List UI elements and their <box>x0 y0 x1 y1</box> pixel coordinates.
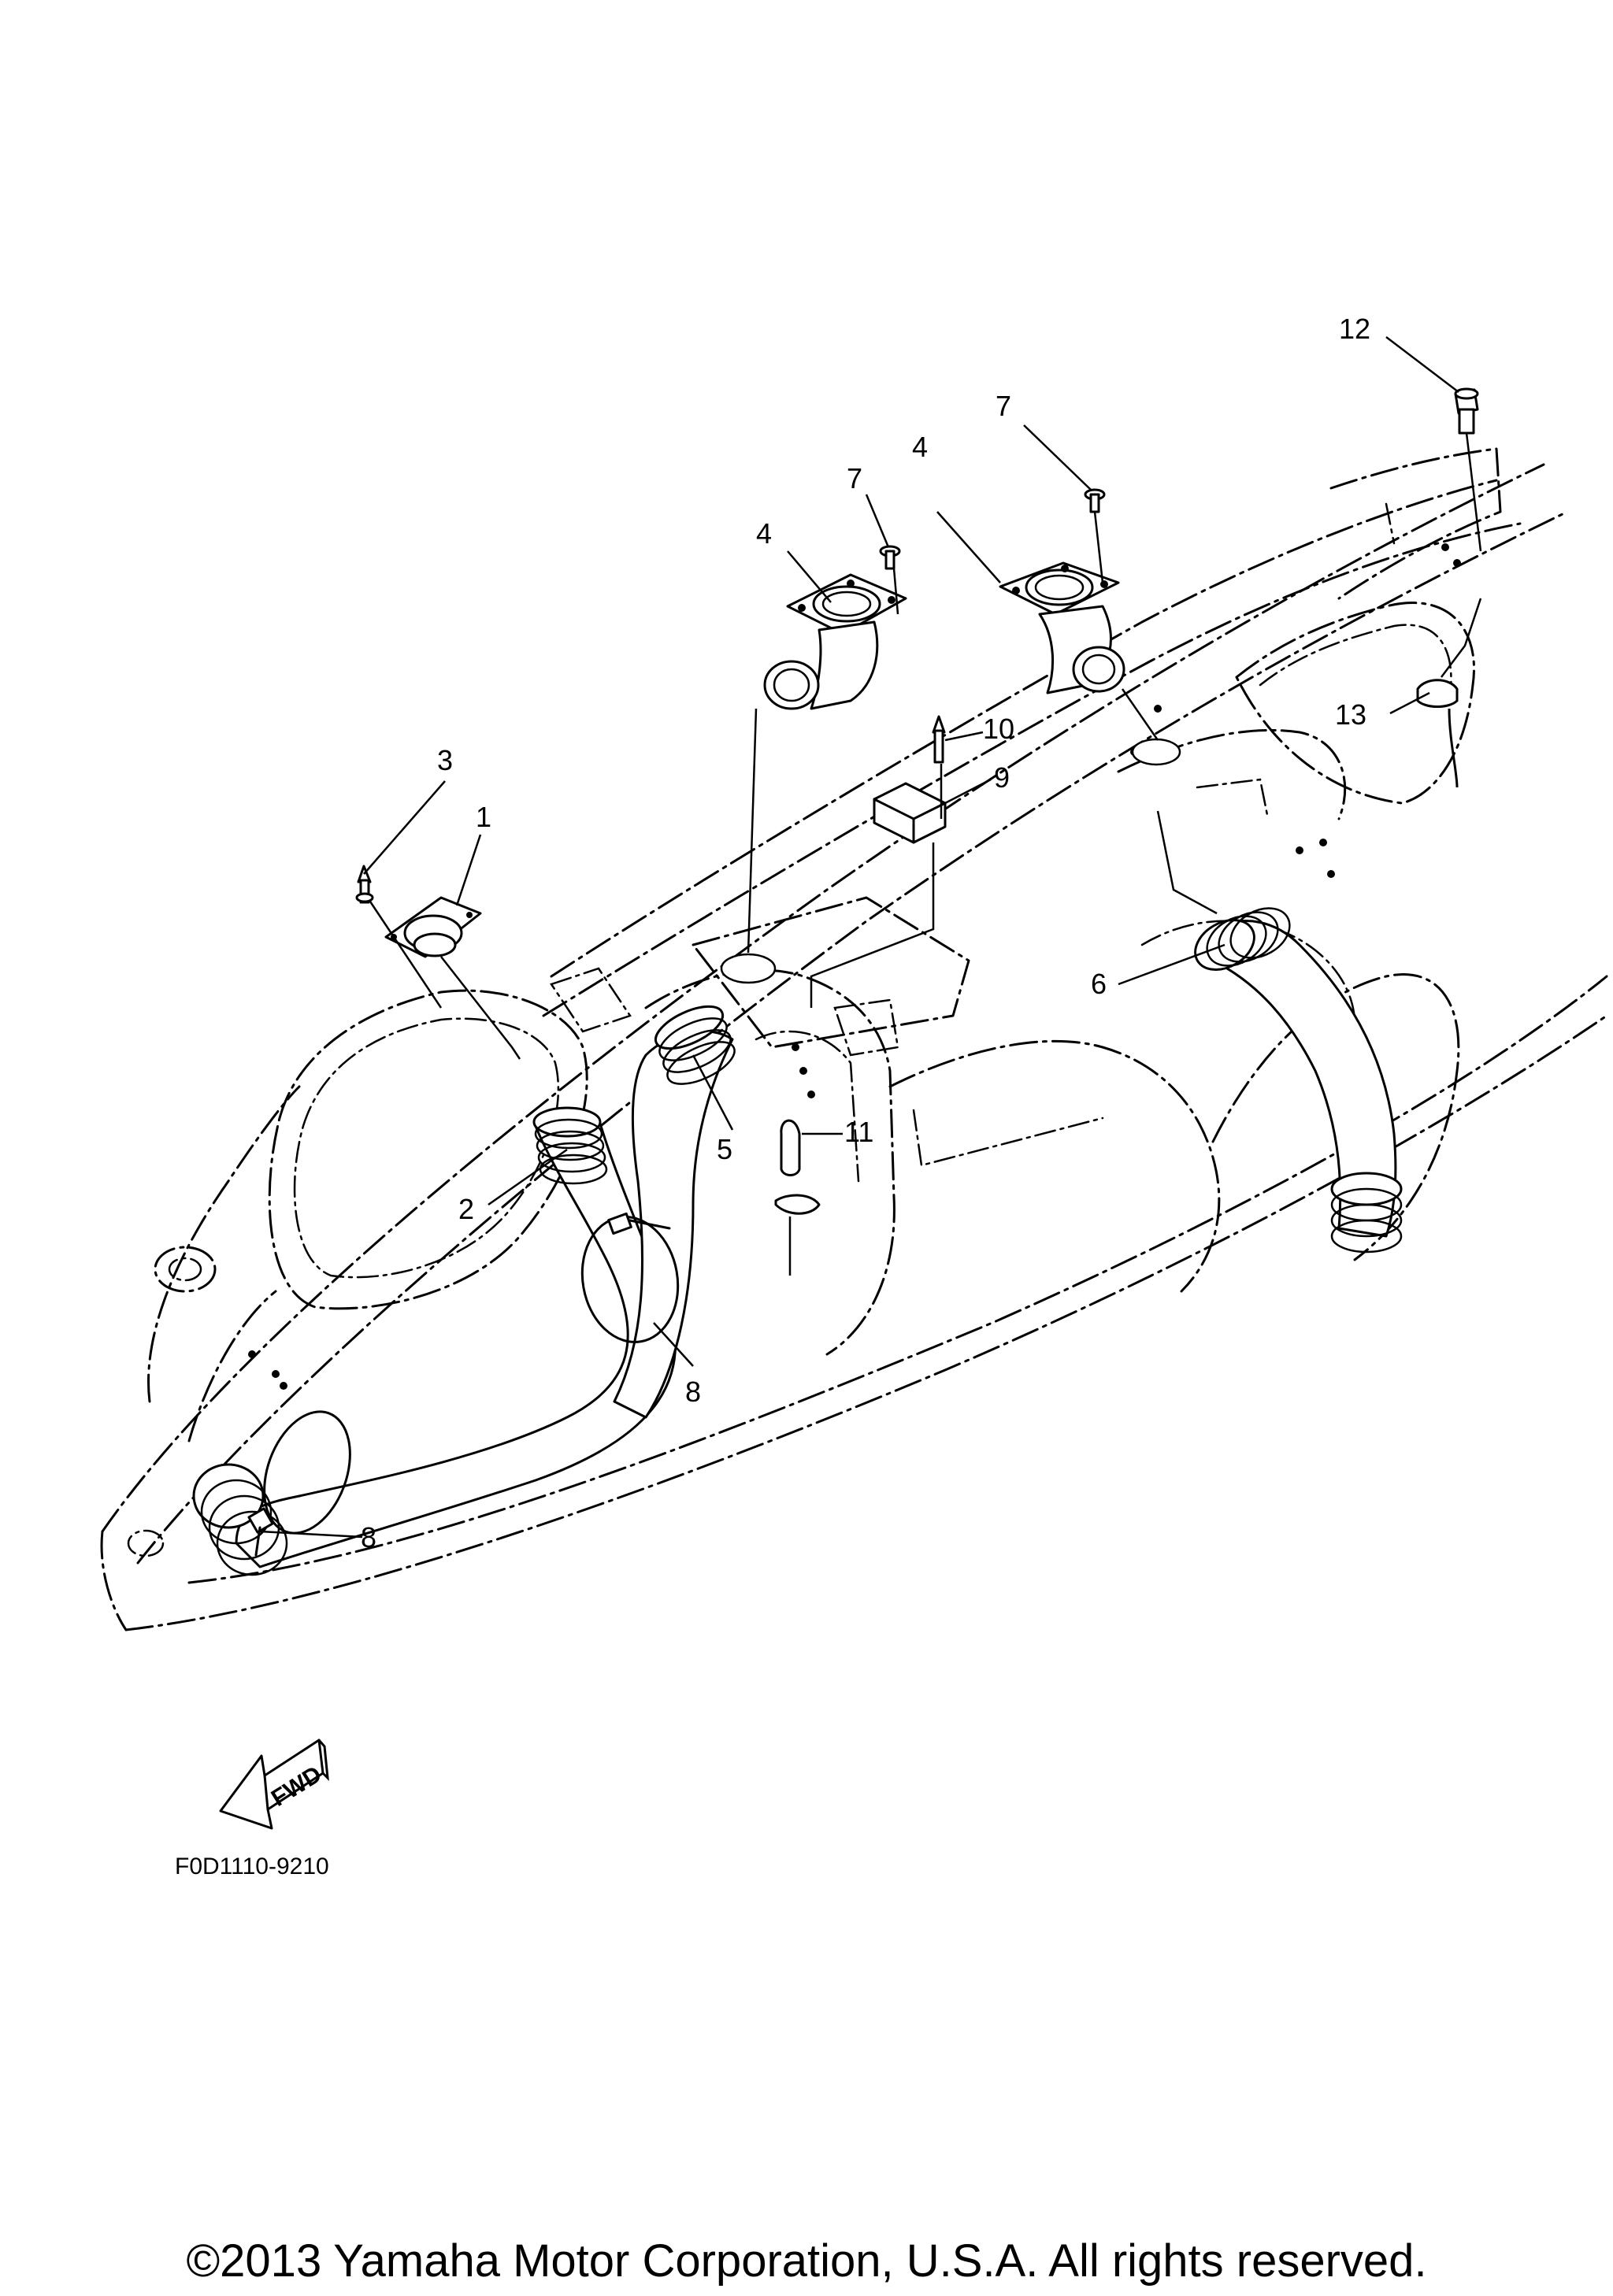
figure-reference: F0D1110-9210 <box>175 1853 329 1879</box>
callout-13: 13 <box>1335 698 1366 731</box>
part-8-cable-tie-lower <box>247 1410 351 1557</box>
copyright-notice: ©2013 Yamaha Motor Corporation, U.S.A. A… <box>186 2235 1427 2287</box>
part-8-cable-tie-upper <box>580 1212 680 1343</box>
part-9-sensor <box>873 782 947 844</box>
deck-opening-right <box>1131 738 1181 766</box>
callout-6: 6 <box>1091 968 1107 1000</box>
part-10-clip <box>932 715 946 764</box>
fwd-arrow: FWD <box>219 1739 329 1830</box>
callout-3: 3 <box>437 744 453 776</box>
part-5-air-duct <box>613 1005 736 1419</box>
callout-8-lower: 8 <box>361 1521 376 1554</box>
callout-4-left: 4 <box>756 517 772 550</box>
part-7-screw-left <box>879 545 901 570</box>
callout-5: 5 <box>717 1133 732 1165</box>
callout-8-upper: 8 <box>685 1376 701 1408</box>
callout-labels: 1 2 3 4 4 5 6 7 7 8 8 9 10 11 12 13 <box>361 313 1370 1554</box>
callout-11: 11 <box>844 1116 873 1148</box>
deck-opening-left <box>720 953 777 984</box>
callout-7-left: 7 <box>847 462 862 494</box>
part-3-rivet <box>355 865 374 904</box>
part-13-clamp <box>1416 679 1459 788</box>
callout-1: 1 <box>476 801 491 833</box>
part-11-pin <box>774 1119 821 1215</box>
callout-7-right: 7 <box>996 390 1011 422</box>
part-6-air-duct <box>1194 907 1403 1254</box>
part-4-elbow-duct-right <box>999 561 1125 694</box>
assembly-lines <box>369 432 1482 1276</box>
part-7-screw-right <box>1084 488 1106 513</box>
part-12-plug <box>1454 387 1479 435</box>
callout-10: 10 <box>983 713 1014 745</box>
callout-leaders <box>259 336 1459 1539</box>
callout-2: 2 <box>458 1193 474 1225</box>
part-4-elbow-duct-left <box>763 573 907 710</box>
callout-4-right: 4 <box>912 431 928 463</box>
part-1-vent-cover <box>384 896 482 958</box>
callout-12: 12 <box>1339 313 1370 345</box>
part-2-air-duct <box>192 1106 677 1576</box>
callout-9: 9 <box>994 761 1010 794</box>
